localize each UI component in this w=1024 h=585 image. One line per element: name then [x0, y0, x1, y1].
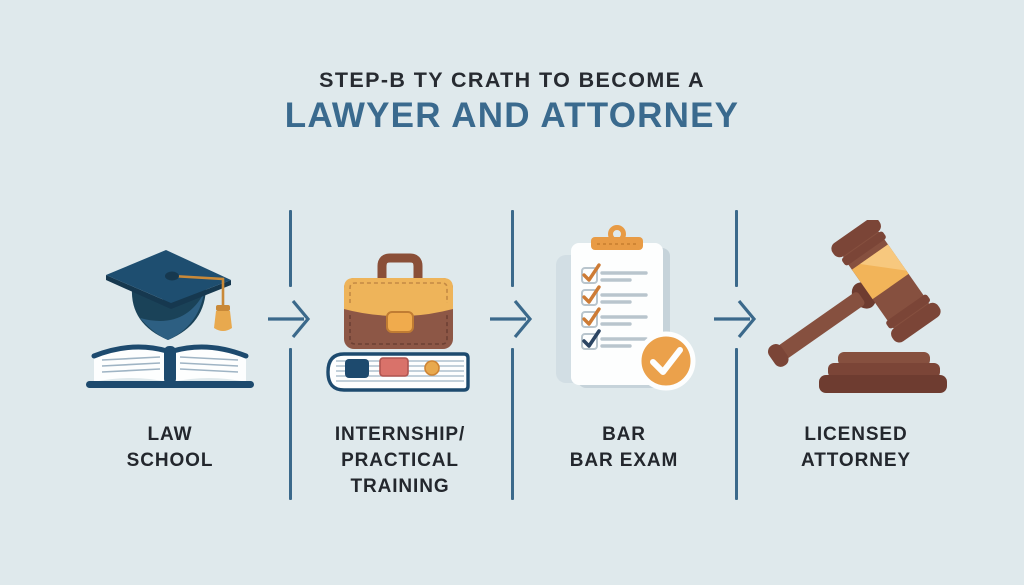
step-licensed-attorney: LICENSED ATTORNEY: [744, 212, 968, 474]
title-subtitle: STEP-B TY CRATH TO BECOME A: [319, 68, 705, 92]
step-bar-exam: BAR BAR EXAM: [512, 212, 736, 474]
step-law-school: LAW SCHOOL: [58, 212, 282, 474]
arrow-right-icon: [714, 300, 757, 338]
divider-line: [288, 210, 292, 287]
divider-line: [288, 348, 292, 500]
arrow-right-icon: [490, 300, 533, 338]
divider-line: [510, 210, 514, 287]
step-label-bar-exam: BAR BAR EXAM: [569, 424, 679, 471]
arrow-right-icon: [268, 300, 311, 338]
briefcase-on-book-graphic: [326, 253, 470, 392]
gavel-graphic: [768, 220, 947, 393]
page-title: LAWYER AND ATTORNEY: [284, 96, 740, 135]
step-internship-practical-training: INTERNSHIP/ PRACTICAL TRAINING: [288, 212, 512, 500]
title-block: STEP-B TY CRATH TO BECOME A LAWYER AND A…: [0, 68, 1024, 136]
divider-line: [734, 210, 738, 287]
gavel-icon: [744, 212, 968, 398]
divider-line: [734, 348, 738, 500]
step-label-internship: INTERNSHIP/ PRACTICAL TRAINING: [334, 424, 466, 497]
step-label-law-school: LAW SCHOOL: [126, 424, 214, 471]
clipboard-checklist-icon: [512, 212, 736, 398]
briefcase-icon: [288, 212, 512, 398]
graduation-cap-and-open-book-graphic: [86, 250, 254, 388]
graduation-cap-icon: [58, 212, 282, 398]
clipboard-checklist-graphic: [556, 225, 696, 391]
step-label-licensed-attorney: LICENSED ATTORNEY: [801, 424, 911, 471]
divider-line: [510, 348, 514, 500]
